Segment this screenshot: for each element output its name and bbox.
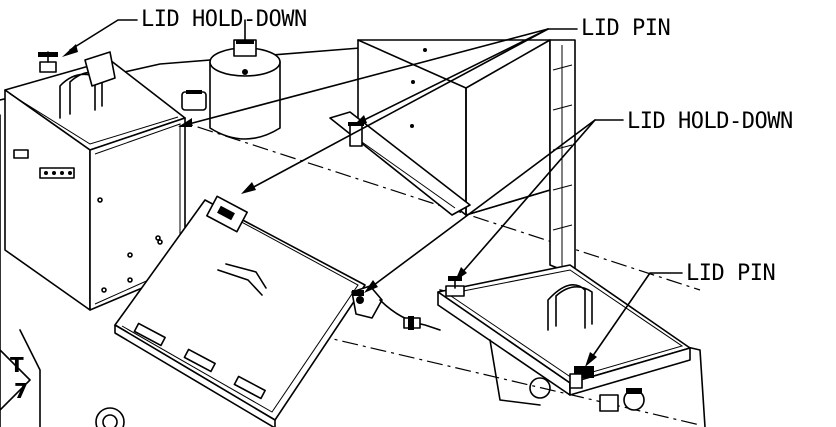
- lid-pin-right: [569, 366, 594, 389]
- callout-leaders: [62, 19, 683, 367]
- callout-lid-pin-top: LID PIN: [581, 16, 671, 41]
- svg-text:7: 7: [14, 379, 28, 403]
- right-tray: [437, 264, 691, 412]
- callout-lid-pin-right: LID PIN: [686, 261, 776, 286]
- lid-pin-bracket: [348, 122, 364, 147]
- lid-hold-down-center: [351, 285, 441, 331]
- callout-lid-hold-down-right: LID HOLD-DOWN: [627, 109, 793, 134]
- bolt-rows: [133, 322, 266, 400]
- lid-hold-down-right-knob: [445, 276, 465, 297]
- callout-lid-hold-down-left: LID HOLD-DOWN: [141, 7, 307, 32]
- cylinder-tank: [181, 19, 281, 140]
- center-lid: [114, 195, 366, 427]
- back-panel: [329, 39, 576, 276]
- svg-text:T: T: [10, 353, 24, 377]
- lid-hold-down-knob-left: [38, 51, 58, 73]
